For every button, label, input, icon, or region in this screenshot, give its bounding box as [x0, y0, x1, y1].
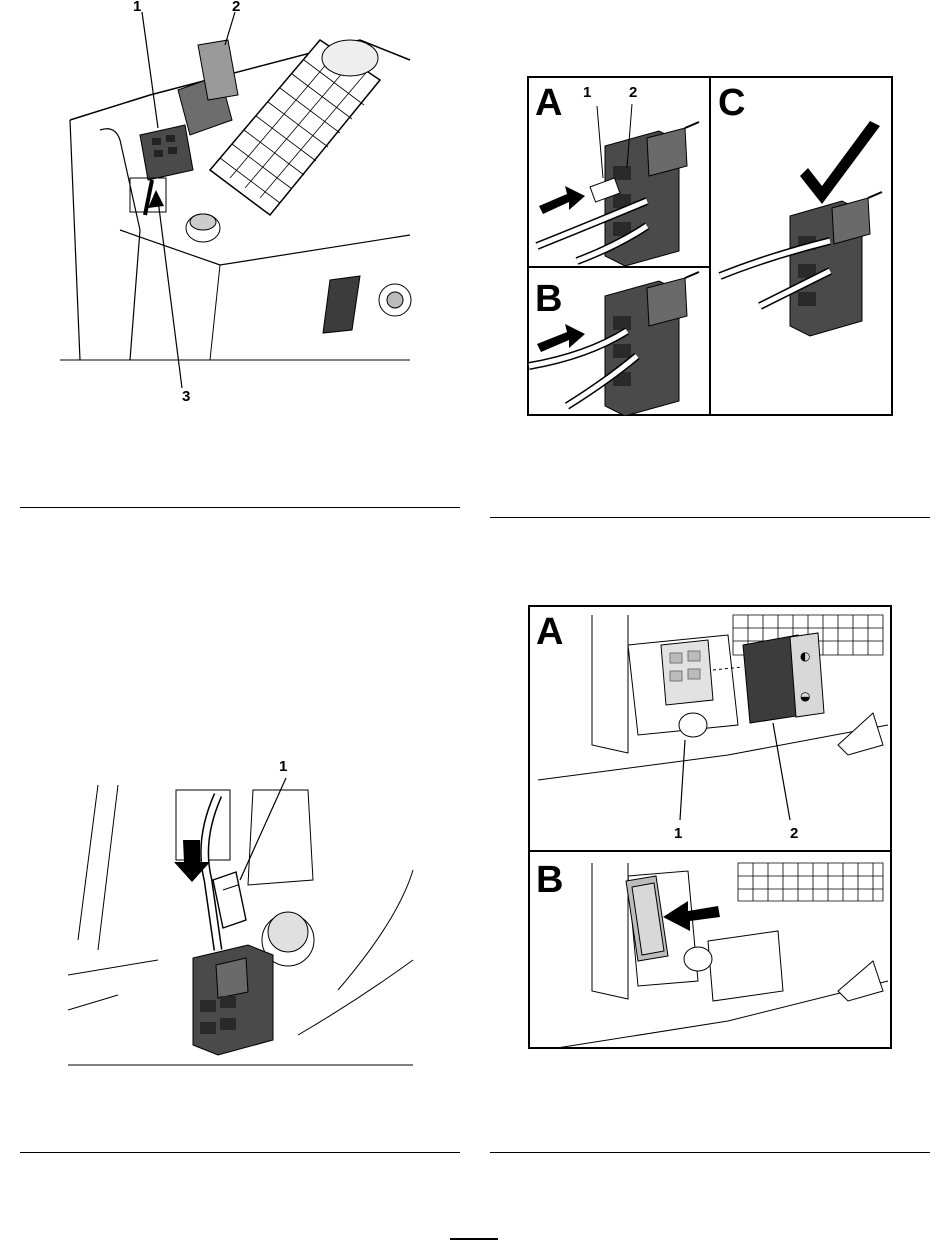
callout-number: 1 — [279, 758, 287, 775]
callout-number: 3 — [182, 388, 190, 405]
panel-label-a: A — [535, 82, 562, 125]
svg-text:◐: ◐ — [800, 649, 810, 663]
figure-harness-connector: 1 — [68, 760, 418, 1070]
callout-number: 2 — [790, 825, 798, 842]
callout-number: 1 — [133, 0, 141, 15]
switch-installation-illustration: ◐ ◒ — [528, 605, 892, 1049]
connector-insertion-illustration — [527, 76, 893, 416]
svg-text:◒: ◒ — [800, 689, 810, 703]
section-divider — [490, 517, 930, 518]
figure-connector-insertion-steps: A B C 1 2 — [527, 76, 893, 416]
panel-label-b: B — [535, 278, 562, 321]
panel-label-a: A — [536, 611, 563, 654]
page-footer-rule — [450, 1238, 498, 1240]
panel-label-c: C — [718, 82, 745, 125]
section-divider — [490, 1152, 930, 1153]
switch-connector-illustration — [60, 0, 420, 410]
section-divider — [20, 1152, 460, 1153]
callout-number: 2 — [232, 0, 240, 15]
callout-number: 2 — [629, 84, 637, 101]
figure-switch-connector-overview: 1 2 3 — [60, 0, 420, 410]
panel-label-b: B — [536, 859, 563, 902]
callout-number: 1 — [674, 825, 682, 842]
harness-connector-illustration — [68, 760, 418, 1070]
section-divider — [20, 507, 460, 508]
callout-number: 1 — [583, 84, 591, 101]
figure-switch-installation: ◐ ◒ A B 1 — [528, 605, 892, 1049]
